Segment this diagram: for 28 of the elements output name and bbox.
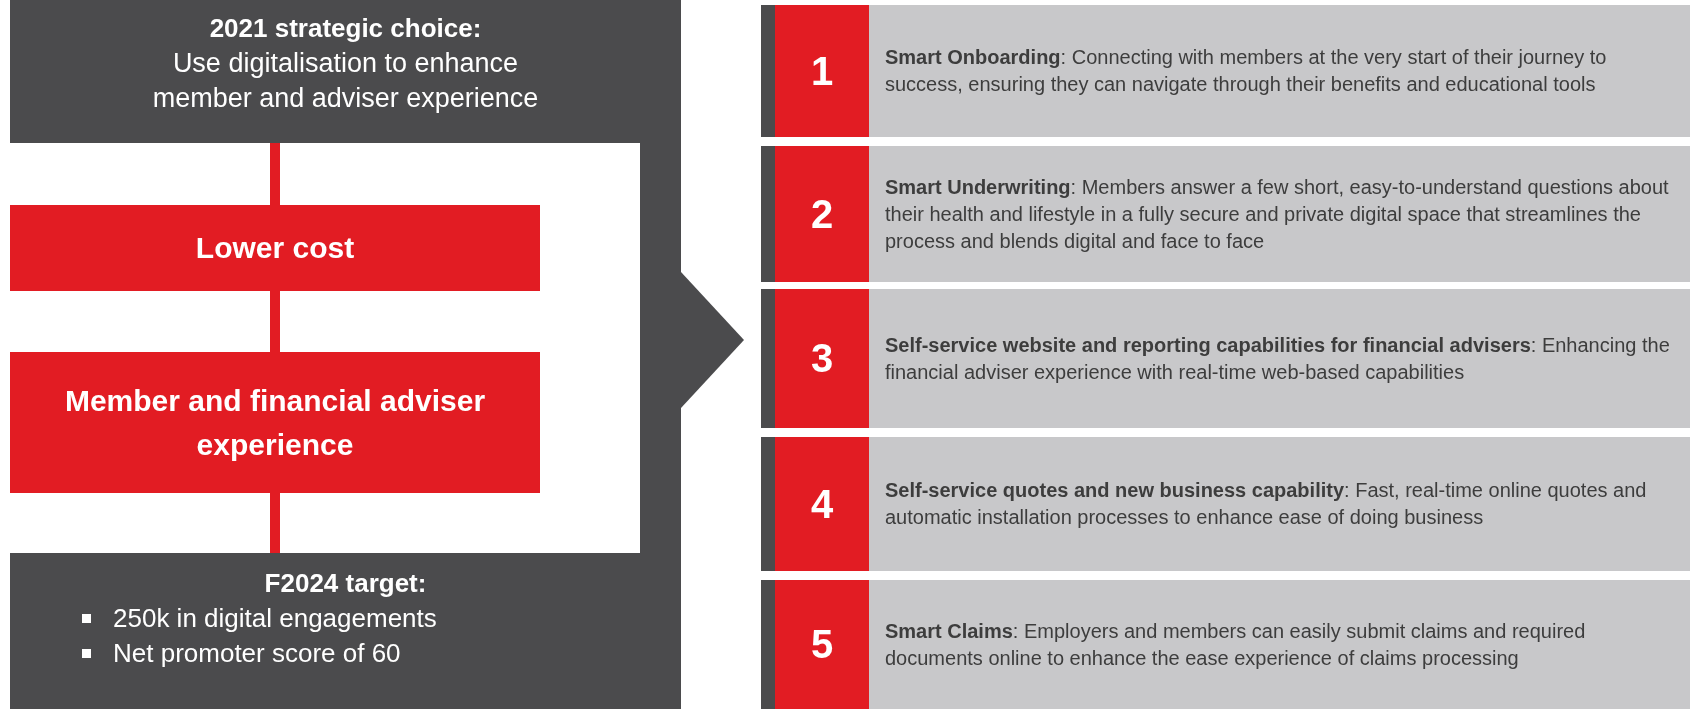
panel-text: Use digitalisation to enhance member and adviser experience xyxy=(151,46,540,115)
panel-heading: F2024 target: xyxy=(263,567,428,600)
step-number: 4 xyxy=(775,437,869,571)
initiative-row xyxy=(761,146,1690,282)
initiative-row xyxy=(761,580,1690,709)
initiative-text: Self-service website and reporting capabilities for financial advisers: Enhancing the financial adviser experience with real-time web-based capabilities xyxy=(884,332,1671,385)
step-number: 3 xyxy=(775,289,869,428)
bullet-text: Net promoter score of 60 xyxy=(113,636,401,670)
step-number: 1 xyxy=(775,5,869,137)
initiative-row xyxy=(761,289,1690,428)
connector-line xyxy=(270,291,280,352)
connector-line xyxy=(270,143,280,205)
connector-line xyxy=(270,493,280,553)
bullet-text: 250k in digital engagements xyxy=(113,601,437,635)
initiative-text: Smart Claims: Employers and members can easily submit claims and required documents online to enhance the ease experience of claims processing xyxy=(884,618,1587,671)
initiative-row xyxy=(761,5,1690,137)
initiative-text: Smart Underwriting: Members answer a few short, easy-to-understand questions about their health and lifestyle in a fully secure and private digital space that streamlines the process and blends digital and face to face xyxy=(884,174,1670,254)
connector-bar xyxy=(640,143,681,553)
step-number: 2 xyxy=(775,146,869,282)
target-panel xyxy=(10,553,681,709)
initiative-text: Self-service quotes and new business capability: Fast, real-time online quotes and automatic installation processes to enhance ease of doing business xyxy=(884,478,1648,530)
step-number: 5 xyxy=(775,580,869,709)
goal-box: Member and financial adviser experience xyxy=(10,352,540,493)
initiative-text: Smart Onboarding: Connecting with members at the very start of their journey to success, ensuring they can navigate through their benefits and educational tools xyxy=(884,45,1608,97)
initiative-row xyxy=(761,437,1690,571)
panel-heading: 2021 strategic choice: xyxy=(208,12,483,45)
strategy-panel xyxy=(10,0,681,143)
goal-box: Lower cost xyxy=(10,205,540,291)
